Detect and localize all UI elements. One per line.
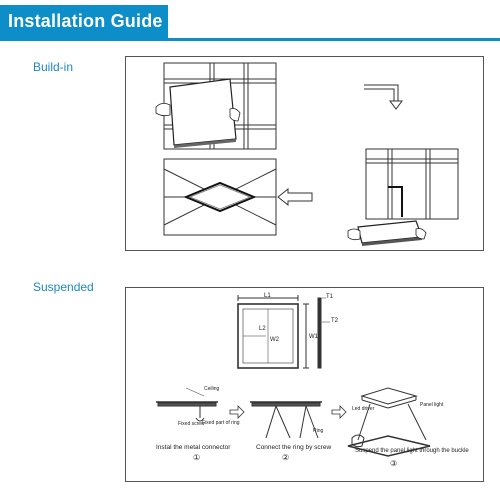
suspended-diagram-box: L1 L2 W2 W1 T1 T2 Ceiling Fixed screw Fi… — [125, 287, 484, 482]
header: Installation Guide — [0, 0, 500, 41]
callout-led-driver: Led driver — [352, 406, 375, 412]
callout-ceiling: Ceiling — [204, 386, 220, 392]
arrow-left-icon — [277, 187, 313, 207]
dim-label-w2: W2 — [270, 337, 279, 343]
dim-label-l1: L1 — [264, 293, 271, 299]
dim-label-w1: W1 — [309, 334, 318, 340]
hand-icon-left — [155, 103, 171, 117]
step-arrow-2-icon — [331, 405, 347, 419]
step-2-number: ② — [282, 453, 290, 462]
dim-label-l2: L2 — [259, 326, 266, 332]
step-1-illustration — [156, 387, 218, 422]
page-title: Installation Guide — [8, 11, 163, 31]
section-label-suspended: Suspended — [33, 280, 94, 294]
build-in-illustration — [155, 62, 459, 246]
header-divider — [0, 38, 500, 41]
dimension-drawing — [237, 295, 330, 369]
build-in-diagram-box — [125, 56, 484, 251]
step-2-illustration — [250, 401, 322, 439]
step-3-number: ③ — [390, 459, 398, 468]
suspended-illustration — [156, 295, 431, 457]
callout-fixed-screw: Fixed screw — [178, 421, 205, 427]
step-3-caption: Suspend the panel light through the buck… — [355, 448, 469, 454]
panel-insertion — [357, 186, 423, 246]
arrow-right-down-icon — [364, 84, 403, 110]
title-banner — [0, 5, 168, 38]
ceiling-grid-right — [365, 148, 459, 220]
callout-ring: Ring — [313, 428, 324, 434]
installed-panel — [183, 181, 257, 213]
step-arrow-1-icon — [229, 405, 245, 419]
hand-icon-bottom — [347, 228, 427, 241]
step-1-caption: Instal the metal connector — [156, 444, 231, 451]
panel-being-lifted — [169, 78, 237, 148]
callout-panel-light: Panel light — [420, 402, 444, 408]
dim-label-t1: T1 — [326, 294, 334, 300]
step-2-caption: Connect the ring by screw — [256, 444, 332, 451]
hand-icon-right — [229, 108, 241, 122]
dim-label-t2: T2 — [331, 318, 339, 324]
callout-fixed-part-ring: Fixed part of ring — [202, 420, 240, 426]
step-1-number: ① — [193, 453, 201, 462]
step-3-illustration — [347, 387, 431, 457]
section-label-build-in: Build-in — [33, 60, 74, 74]
